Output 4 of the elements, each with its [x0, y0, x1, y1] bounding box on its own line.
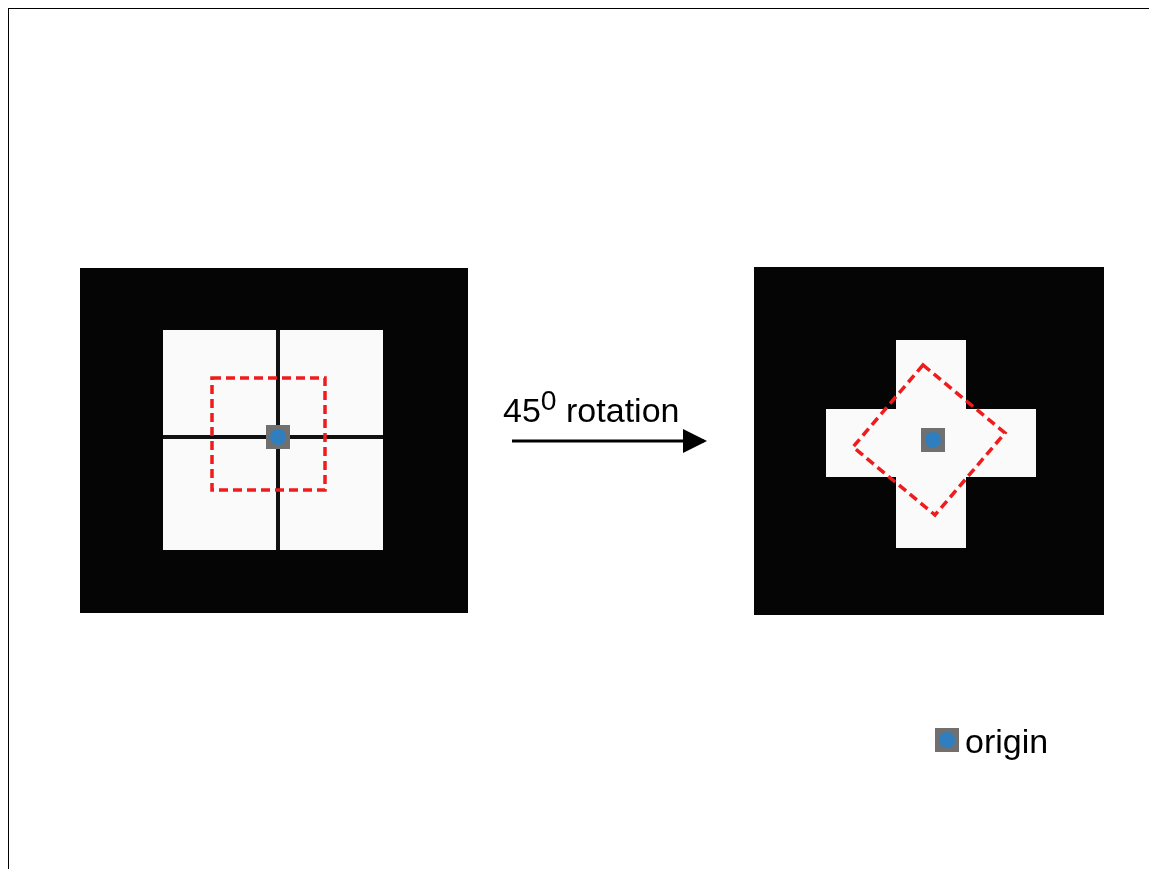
arrow	[512, 429, 707, 453]
legend-label: origin	[965, 722, 1049, 761]
cross-pattern-drawing	[754, 267, 1104, 615]
grid-pattern-drawing	[80, 268, 468, 613]
